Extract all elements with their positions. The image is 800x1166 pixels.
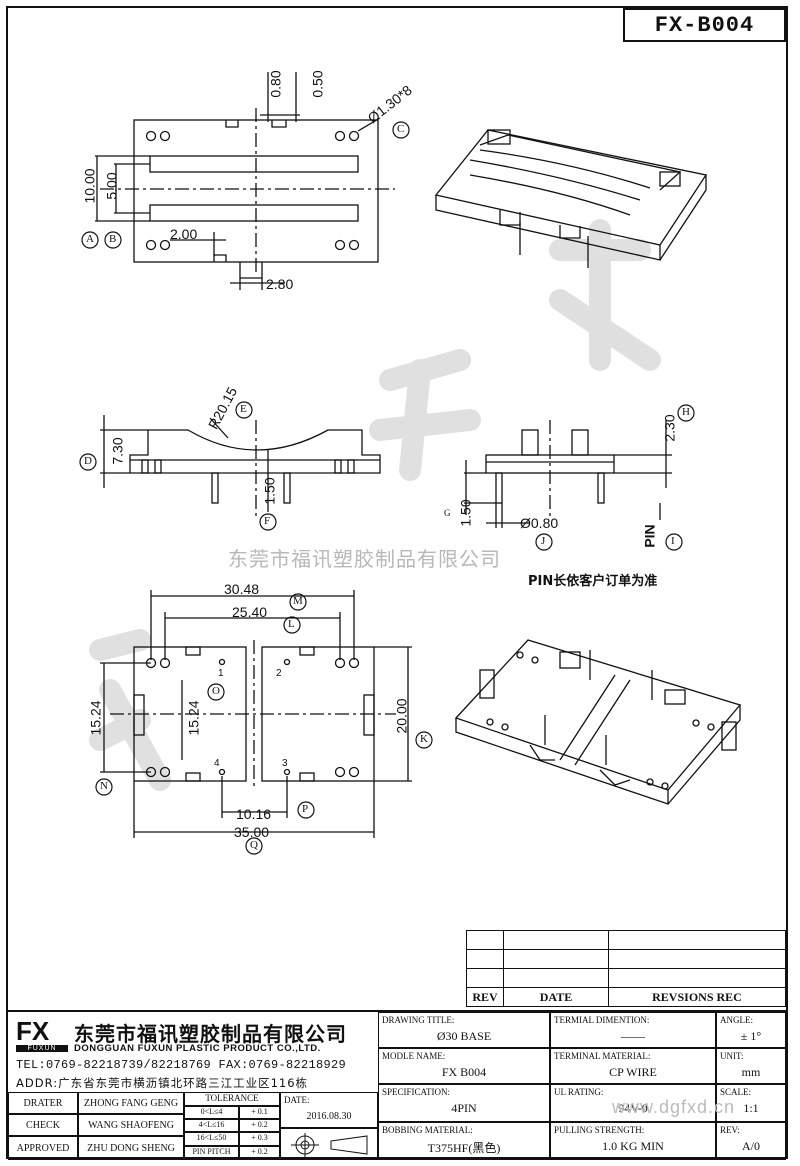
callout-b: B (109, 233, 117, 245)
approved-cell: ZHU DONG SHENG (78, 1136, 184, 1160)
date-cell: DATE: 2016.08.30 (280, 1092, 378, 1128)
rev-header: REV (466, 987, 504, 1007)
ul-rating-cell: UL RATING: 94V-0 (550, 1084, 716, 1122)
terminal-material-cell: TERMINAL MATERIAL: CP WIRE (550, 1048, 716, 1084)
dim-pin-dia: Ø0.80 (520, 515, 559, 531)
drater-label-cell: DRATER (8, 1092, 78, 1114)
tol-range-3: PIN PITCH (184, 1146, 239, 1160)
company-name-cn: 东莞市福讯塑胶制品有限公司 (74, 1022, 347, 1046)
pin-number-4: 4 (214, 758, 220, 769)
dim-25-40: 25.40 (232, 604, 268, 620)
check-label-cell: CHECK (8, 1114, 78, 1136)
angle-cell: ANGLE: ± 1° (716, 1012, 786, 1048)
tol-range-0: 0<L≤4 (184, 1106, 239, 1119)
dim-10-16: 10.16 (236, 806, 272, 822)
company-info: FX FUXUN 东莞市福讯塑胶制品有限公司 DONGGUAN FUXUN PL… (8, 1012, 378, 1092)
callout-e: E (240, 403, 247, 415)
dim-2-80: 2.80 (266, 276, 294, 292)
callout-d: D (84, 455, 92, 467)
terminal-dimention-cell: TERMIAL DIMENTION: —— (550, 1012, 716, 1048)
unit-cell: UNIT: mm (716, 1048, 786, 1084)
dim-2-00: 2.00 (170, 226, 198, 242)
tol-value-1: + 0.2 (239, 1119, 280, 1132)
callout-i: I (671, 535, 675, 547)
specification-cell: SPECIFICATION: 4PIN (378, 1084, 550, 1122)
drawing-title-cell: DRAWING TITLE: Ø30 BASE (378, 1012, 550, 1048)
dim-pin: PIN (641, 524, 658, 548)
dim-10-00: 10.00 (81, 168, 98, 204)
dim-30-48: 30.48 (224, 581, 260, 597)
iso-view-top (434, 129, 708, 268)
check-cell: WANG SHAOFENG (78, 1114, 184, 1136)
top-holes (145, 130, 360, 251)
iso-view-bottom (454, 639, 742, 805)
pin-number-1: 1 (218, 668, 224, 679)
company-watermark: 东莞市福讯塑胶制品有限公司 (228, 547, 501, 571)
callout-j: J (541, 535, 546, 547)
title-block: FX FUXUN 东莞市福讯塑胶制品有限公司 DONGGUAN FUXUN PL… (8, 1010, 786, 1160)
rev-cell: REV: A/0 (716, 1122, 786, 1160)
callout-f: F (264, 515, 271, 527)
technical-drawing (79, 72, 742, 855)
callout-p: P (302, 803, 309, 815)
revisions-header: REVSIONS REC (608, 987, 786, 1007)
dim-0-80: 0.80 (267, 70, 284, 98)
callout-k: K (420, 733, 428, 745)
tol-value-3: + 0.2 (239, 1146, 280, 1160)
company-logo: FX FUXUN (16, 1018, 68, 1052)
callout-h: H (682, 406, 690, 418)
tolerance-header: TOLERANCE (184, 1092, 280, 1106)
pulling-strength-cell: PULLING STRENGTH: 1.0 KG MIN (550, 1122, 716, 1160)
dim-20-00: 20.00 (393, 698, 410, 734)
callout-l: L (288, 618, 295, 630)
model-name-cell: MODLE NAME: FX B004 (378, 1048, 550, 1084)
callout-c: C (397, 123, 405, 135)
side-view-right (464, 420, 672, 528)
pin-number-3: 3 (282, 758, 288, 769)
side-view-left (100, 415, 381, 520)
scale-cell: SCALE: 1:1 (716, 1084, 786, 1122)
dim-1-50: 1.50 (261, 477, 278, 505)
revision-table: REV DATE REVSIONS REC (466, 930, 786, 1007)
tol-range-1: 4<L≤16 (184, 1119, 239, 1132)
company-address: ADDR:广东省东莞市横沥镇北环路三江工业区116栋 (16, 1076, 309, 1090)
pin-length-note: PIN长依客户订单为准 (528, 574, 658, 589)
pin-number-2: 2 (276, 668, 282, 679)
callout-circles (79, 121, 695, 855)
drawing-number: FX-B004 (623, 8, 786, 42)
tol-value-2: + 0.3 (239, 1132, 280, 1146)
callout-a: A (86, 233, 94, 245)
callout-q: Q (250, 839, 258, 851)
drawing-frame (6, 6, 788, 1159)
top-view (95, 72, 395, 290)
callout-m: M (293, 595, 303, 607)
bottom-view (100, 590, 412, 838)
drater-cell: ZHONG FANG GENG (78, 1092, 184, 1114)
callout-n: N (100, 780, 108, 792)
company-tel: TEL:0769-82218739/82218769 FAX:0769-8221… (16, 1058, 347, 1072)
dim-15-24-a: 15.24 (87, 700, 104, 736)
date-header: DATE (503, 987, 609, 1007)
tol-range-2: 16<L≤50 (184, 1132, 239, 1146)
dim-1-50-b: 1.50 (457, 499, 474, 527)
dim-15-24-b: 15.24 (185, 700, 202, 736)
tol-value-0: + 0.1 (239, 1106, 280, 1119)
dim-5-00: 5.00 (103, 172, 120, 200)
dim-0-50: 0.50 (309, 70, 326, 98)
bobbin-material-cell: BOBBING MATERIAL: T375HF(黑色) (378, 1122, 550, 1160)
approved-label-cell: APPROVED (8, 1136, 78, 1160)
dim-2-30: 2.30 (661, 414, 678, 442)
callout-o: O (212, 685, 220, 697)
dim-7-30: 7.30 (109, 437, 126, 465)
projection-symbol-cell (280, 1128, 378, 1160)
projection-symbol-icon (291, 1133, 368, 1157)
callout-g: G (444, 508, 451, 518)
dim-35-00: 35.00 (234, 824, 270, 840)
site-watermark: www.dgfxd.cn (612, 1097, 736, 1117)
company-name-en: DONGGUAN FUXUN PLASTIC PRODUCT CO.,LTD. (74, 1043, 321, 1054)
